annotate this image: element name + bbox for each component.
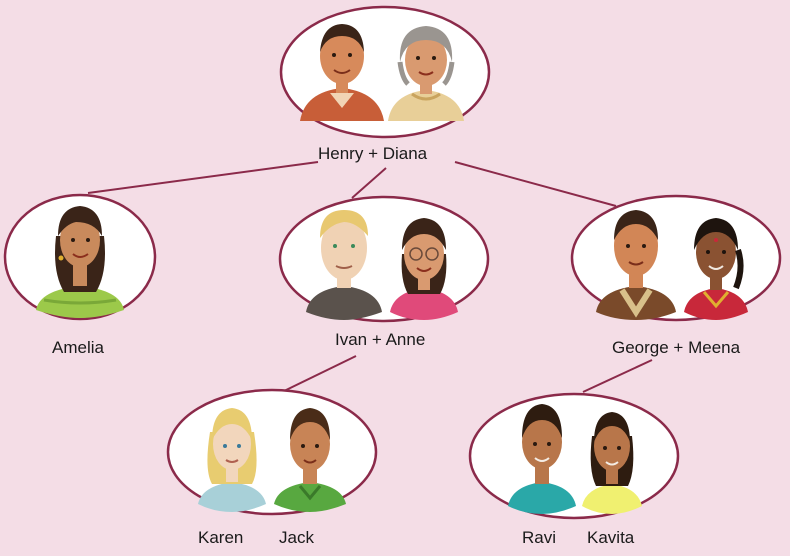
henry-portrait bbox=[300, 24, 384, 121]
oval-amelia bbox=[3, 193, 157, 321]
label-jack: Jack bbox=[279, 528, 314, 547]
diana-portrait bbox=[388, 26, 464, 121]
label-ravi: Ravi bbox=[522, 528, 557, 547]
label-karen: Karen bbox=[198, 528, 244, 547]
meena-portrait bbox=[684, 218, 748, 320]
connector-henry-diana-to-amelia bbox=[87, 161, 319, 194]
label-henry-diana: Henry + Diana bbox=[318, 144, 428, 163]
jack-portrait bbox=[274, 408, 346, 512]
connector-george-meena-to-ravi-kavita bbox=[582, 359, 653, 393]
oval-ivan-anne bbox=[278, 195, 490, 323]
connector-ivan-anne-to-karen-jack bbox=[281, 355, 357, 393]
anne-portrait bbox=[390, 218, 458, 320]
oval-ravi-kavita bbox=[468, 392, 680, 520]
connector-henry-diana-to-ivan-anne bbox=[351, 167, 387, 199]
connector-henry-diana-to-george-meena bbox=[454, 161, 617, 207]
oval-karen-jack bbox=[166, 388, 378, 516]
ivan-portrait bbox=[306, 210, 382, 320]
label-george-meena: George + Meena bbox=[612, 338, 741, 357]
kavita-portrait bbox=[582, 412, 642, 514]
amelia-portrait bbox=[36, 206, 124, 318]
george-portrait bbox=[596, 210, 676, 320]
ravi-portrait bbox=[508, 404, 576, 514]
oval-henry-diana bbox=[279, 5, 491, 139]
karen-portrait bbox=[198, 408, 266, 512]
label-ivan-anne: Ivan + Anne bbox=[335, 330, 426, 349]
oval-george-meena bbox=[570, 194, 782, 322]
label-amelia: Amelia bbox=[52, 338, 104, 357]
label-kavita: Kavita bbox=[587, 528, 635, 547]
connectors bbox=[87, 161, 653, 393]
